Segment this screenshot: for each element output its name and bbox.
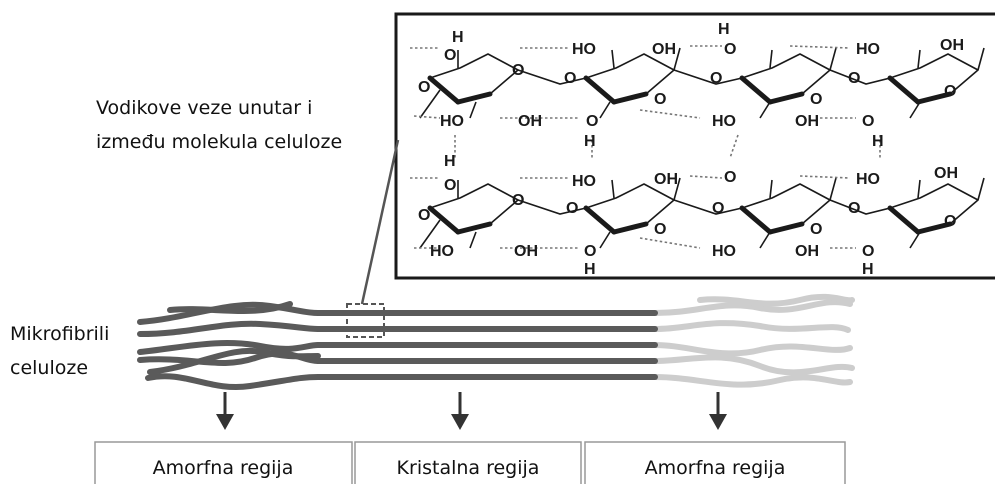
arrow-down-icon xyxy=(709,414,727,430)
atom-label: O xyxy=(586,113,598,130)
microfibrils xyxy=(137,293,855,390)
upper-cellulose-chain xyxy=(419,47,985,119)
atom-label: HO xyxy=(856,171,880,188)
atom-label: O xyxy=(862,113,874,130)
upper-chain-atoms: H O O O HO OH O HO OH O H O H O O HO OH … xyxy=(418,21,964,150)
region-arrows xyxy=(216,392,727,430)
region-box-amorphous-left xyxy=(94,441,353,484)
arrow-down-icon xyxy=(216,414,234,430)
atom-label: H xyxy=(872,133,884,150)
atom-label: O xyxy=(566,200,578,217)
atom-label: O xyxy=(848,70,860,87)
atom-label: OH xyxy=(518,113,542,130)
region-label: Kristalna regija xyxy=(397,457,540,479)
atom-label: HO xyxy=(856,41,880,58)
atom-label: O xyxy=(862,243,874,260)
atom-label: O xyxy=(444,47,456,64)
hydrogen-bonds xyxy=(410,45,881,249)
atom-label: O xyxy=(810,221,822,238)
atom-label: O xyxy=(418,79,430,96)
atom-label: O xyxy=(654,221,666,238)
atom-label: O xyxy=(810,91,822,108)
atom-label: HO xyxy=(430,243,454,260)
region-label: Amorfna regija xyxy=(153,457,294,479)
atom-label: O xyxy=(710,70,722,87)
atom-label: H xyxy=(584,133,596,150)
arrow-down-icon xyxy=(451,414,469,430)
region-label: Amorfna regija xyxy=(645,457,786,479)
atom-label: HO xyxy=(712,243,736,260)
atom-label: O xyxy=(944,83,956,100)
atom-label: O xyxy=(724,169,736,186)
atom-label: O xyxy=(512,62,524,79)
atom-label: HO xyxy=(712,113,736,130)
hbonds-label-line1: Vodikove veze unutar i xyxy=(96,97,312,119)
atom-label: OH xyxy=(940,37,964,54)
atom-label: H xyxy=(444,153,456,170)
atom-label: H xyxy=(452,29,464,46)
atom-label: OH xyxy=(654,171,678,188)
inset-frame xyxy=(394,12,995,280)
hbonds-label-line2: između molekula celuloze xyxy=(96,131,342,153)
atom-label: HO xyxy=(572,41,596,58)
atom-label: HO xyxy=(440,113,464,130)
microfibrils-label-line1: Mikrofibrili xyxy=(10,323,109,345)
amorphous-region-left-fibrils xyxy=(137,301,321,390)
atom-label: H xyxy=(584,261,596,278)
atom-label: O xyxy=(724,41,736,58)
atom-label: H xyxy=(862,261,874,278)
atom-label: O xyxy=(712,200,724,217)
atom-label: O xyxy=(512,192,524,209)
microfibrils-label-line2: celuloze xyxy=(10,357,88,379)
atom-label: O xyxy=(848,200,860,217)
atom-label: OH xyxy=(795,113,819,130)
atom-label: O xyxy=(444,177,456,194)
zoom-callout-line xyxy=(360,139,400,305)
atom-label: O xyxy=(418,207,430,224)
lower-chain-atoms: H O O O HO OH O HO OH O H O O O HO OH O … xyxy=(418,153,958,278)
region-box-amorphous-right xyxy=(584,441,846,484)
atom-label: O xyxy=(584,243,596,260)
zoom-region-marker xyxy=(346,303,385,338)
amorphous-region-right-fibrils xyxy=(652,293,855,388)
atom-label: OH xyxy=(934,165,958,182)
region-box-crystalline xyxy=(354,441,582,484)
atom-label: OH xyxy=(652,41,676,58)
lower-cellulose-chain xyxy=(419,177,985,249)
atom-label: OH xyxy=(514,243,538,260)
atom-label: OH xyxy=(795,243,819,260)
atom-label: HO xyxy=(572,173,596,190)
atom-label: O xyxy=(654,91,666,108)
atom-label: O xyxy=(564,70,576,87)
molecular-structure-inset: H O O O HO OH O HO OH O H O H O O HO OH … xyxy=(394,12,995,280)
crystalline-region-fibrils xyxy=(315,310,658,380)
atom-label: O xyxy=(944,213,956,230)
atom-label: H xyxy=(718,21,730,38)
region-labels: Amorfna regija Kristalna regija Amorfna … xyxy=(94,441,846,484)
